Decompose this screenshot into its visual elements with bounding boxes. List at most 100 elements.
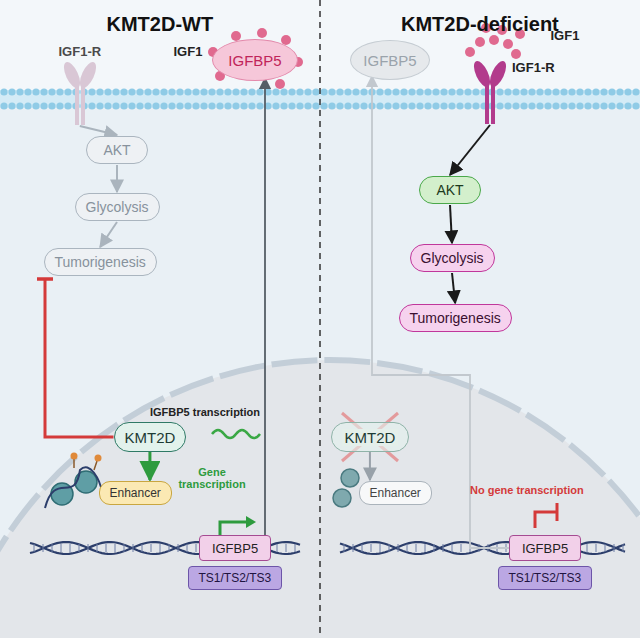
decoration	[333, 489, 351, 507]
decoration	[496, 102, 503, 109]
decoration	[120, 102, 127, 109]
decoration	[512, 102, 519, 109]
decoration	[312, 88, 319, 95]
decoration	[224, 102, 231, 109]
decoration	[208, 102, 215, 109]
decoration	[384, 88, 391, 95]
decoration	[160, 88, 167, 95]
decoration	[288, 88, 295, 95]
decoration	[503, 39, 513, 49]
receptor: IGF1-R	[59, 44, 102, 125]
decoration	[184, 88, 191, 95]
node-text: AKT	[103, 142, 130, 158]
node-text: IGF1-R	[59, 44, 102, 59]
decoration	[160, 102, 167, 109]
decoration	[608, 102, 615, 109]
decoration	[295, 544, 296, 552]
decoration	[320, 88, 327, 95]
decoration	[64, 88, 71, 95]
decoration	[434, 544, 435, 552]
decoration	[40, 102, 47, 109]
decoration	[248, 102, 255, 109]
receptor-part	[485, 82, 489, 124]
decoration	[448, 102, 455, 109]
secreted-protein: IGFBP5	[212, 39, 298, 81]
receptor-symbol	[470, 60, 510, 124]
decoration	[336, 88, 343, 95]
decoration	[632, 102, 639, 109]
receptor-part	[81, 83, 85, 125]
decoration	[178, 544, 179, 552]
decoration	[600, 88, 607, 95]
decoration	[112, 88, 119, 95]
decoration	[286, 544, 287, 552]
decoration	[192, 102, 199, 109]
decoration	[272, 102, 279, 109]
decoration	[152, 102, 159, 109]
decoration	[416, 88, 423, 95]
decoration	[352, 102, 359, 109]
connector	[45, 279, 114, 437]
decoration	[380, 544, 381, 552]
decoration	[94, 461, 97, 470]
decoration	[128, 88, 135, 95]
decoration	[392, 102, 399, 109]
decoration	[624, 102, 631, 109]
decoration	[544, 88, 551, 95]
decoration	[464, 102, 471, 109]
decoration	[408, 102, 415, 109]
decoration	[592, 88, 599, 95]
decoration	[560, 102, 567, 109]
decoration	[432, 88, 439, 95]
decoration	[328, 88, 335, 95]
decoration	[216, 88, 223, 95]
process-label: No gene transcription	[470, 484, 584, 496]
decoration	[568, 88, 575, 95]
node-text: IGFBP5	[228, 52, 281, 69]
node-text: Glycolysis	[86, 199, 149, 215]
decoration	[416, 544, 417, 552]
decoration	[256, 102, 263, 109]
decoration	[614, 544, 615, 552]
decoration	[151, 544, 152, 552]
pathway-box: Glycolysis	[410, 244, 495, 272]
decoration	[0, 88, 7, 95]
decoration	[133, 544, 134, 552]
decoration	[56, 88, 63, 95]
decoration	[312, 102, 319, 109]
decoration	[232, 102, 239, 109]
decoration	[320, 102, 327, 109]
decoration	[536, 102, 543, 109]
decoration	[32, 102, 39, 109]
enhancer-box: Enhancer	[99, 481, 172, 505]
decoration	[341, 469, 359, 487]
decoration	[43, 544, 44, 552]
pathway-box: AKT	[86, 136, 148, 164]
decoration	[489, 35, 499, 45]
decoration	[169, 544, 170, 552]
receptor-part	[75, 83, 79, 125]
connector	[372, 76, 509, 548]
pathway-box: Glycolysis	[75, 193, 160, 221]
process-label: Gene transcription	[177, 466, 247, 490]
connector	[452, 273, 455, 303]
decoration	[115, 544, 116, 552]
decoration	[632, 88, 639, 95]
node-text: IGFBP5	[212, 541, 258, 556]
decoration	[440, 102, 447, 109]
gene-regulator: KMT2D	[331, 422, 410, 452]
decoration	[424, 88, 431, 95]
node-text: TS1/TS2/TS3	[509, 571, 582, 585]
decoration	[360, 102, 367, 109]
decoration	[24, 102, 31, 109]
pathway-box: AKT	[419, 176, 481, 204]
decoration	[224, 88, 231, 95]
connector	[148, 452, 151, 480]
node-text: AKT	[436, 182, 463, 198]
decoration	[425, 544, 426, 552]
decoration	[400, 102, 407, 109]
decoration	[16, 102, 23, 109]
decoration	[407, 544, 408, 552]
decoration	[465, 47, 475, 57]
